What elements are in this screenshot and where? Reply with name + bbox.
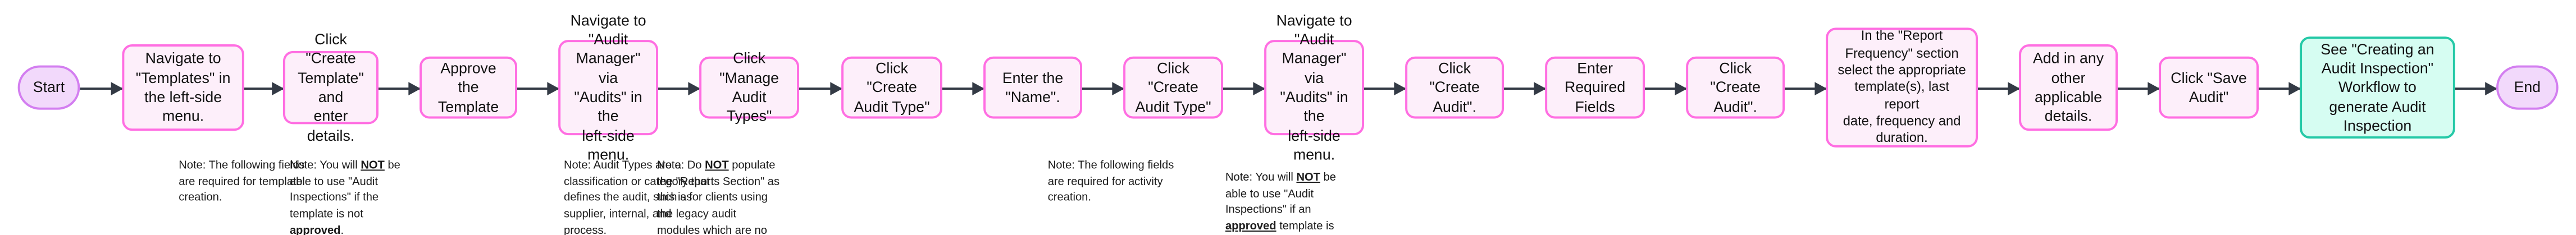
node-add-other-details[interactable]: Add in any other applicable details. — [2019, 44, 2118, 131]
connector-start-to-n1 — [80, 82, 124, 95]
node-navigate-templates[interactable]: Navigate to "Templates" in the left-side… — [122, 44, 244, 131]
node-see-creating-audit-inspection-label: See "Creating an Audit Inspection" Workf… — [2320, 40, 2434, 134]
node-end[interactable]: End — [2496, 65, 2559, 110]
node-click-save-audit[interactable]: Click "Save Audit" — [2159, 56, 2259, 119]
note-activity-fields: Note: The following fields are required … — [1048, 142, 1192, 235]
node-report-frequency-label: In the "Report Frequency" section select… — [1838, 27, 1966, 146]
note-activity-fields-intro: Note: The following fields are required … — [1047, 159, 1174, 205]
note-approval-mid: be able to use "Audit Inspections" if th… — [289, 159, 400, 221]
note-reports-section-post: populate the "Reports Section" as this i… — [657, 159, 780, 235]
connector-n1-to-n2 — [243, 82, 284, 95]
connector-n14-to-n15 — [2118, 82, 2160, 95]
note-audit-types-text: Note: Audit Types are a classification o… — [564, 159, 710, 235]
note-template-fields-intro: Note: The following fields are required … — [179, 159, 305, 205]
note-association-pre: Note: You will — [1225, 171, 1297, 184]
node-navigate-templates-label: Navigate to "Templates" in the left-side… — [135, 50, 231, 125]
connector-n3-to-n4 — [517, 82, 560, 95]
note-reports-section-pre: Note: Do — [657, 159, 705, 172]
node-enter-name-label: Enter the "Name". — [1002, 69, 1064, 105]
node-click-create-audit-1[interactable]: Click "Create Audit". — [1405, 56, 1504, 119]
connector-n2-to-n3 — [378, 82, 421, 95]
node-click-create-audit-type-2-label: Click "Create Audit Type" — [1135, 59, 1211, 115]
node-navigate-audit-manager-2[interactable]: Navigate to "Audit Manager" via "Audits"… — [1264, 12, 1365, 163]
connector-n7-to-n8 — [1082, 82, 1125, 95]
connector-n13-to-n14 — [1977, 82, 2021, 95]
note-approval-emph2: approved — [289, 225, 341, 235]
note-activity-fields-bullets: Name Type — [1048, 224, 1192, 235]
node-add-other-details-label: Add in any other applicable details. — [2032, 50, 2104, 125]
connector-n12-to-n13 — [1785, 82, 1827, 95]
connector-n15-to-n16 — [2259, 82, 2301, 95]
connector-n8-to-n9 — [1223, 82, 1266, 95]
note-association-emph2: approved — [1225, 220, 1276, 233]
connector-n6-to-n7 — [942, 82, 985, 95]
note-reports-section-emph1: NOT — [705, 159, 729, 172]
node-click-create-template-label: Click "Create Template" and enter detail… — [298, 31, 364, 144]
node-end-label: End — [2514, 79, 2541, 96]
connector-n11-to-n12 — [1645, 82, 1688, 95]
node-click-create-template[interactable]: Click "Create Template" and enter detail… — [282, 31, 379, 144]
node-navigate-audit-manager-1-label: Navigate to "Audit Manager" via "Audits"… — [570, 12, 646, 163]
note-association-emph1: NOT — [1296, 171, 1320, 184]
node-click-create-audit-type-1-label: Click "Create Audit Type" — [854, 59, 930, 115]
node-click-create-audit-1-label: Click "Create Audit". — [1429, 59, 1480, 115]
note-association-mid: be able to use "Audit Inspections" if an — [1225, 171, 1336, 217]
node-navigate-audit-manager-1[interactable]: Navigate to "Audit Manager" via "Audits"… — [558, 12, 659, 163]
note-approval-pre: Note: You will — [289, 159, 361, 172]
note-template-fields: Note: The following fields are required … — [179, 142, 323, 235]
node-click-create-audit-2-label: Click "Create Audit". — [1710, 59, 1761, 115]
node-click-save-audit-label: Click "Save Audit" — [2171, 69, 2247, 105]
node-approve-template-label: Approve the Template — [437, 59, 499, 115]
connector-n4-to-n5 — [658, 82, 701, 95]
node-enter-required-fields[interactable]: Enter Required Fields — [1545, 56, 1645, 119]
node-click-manage-audit-types[interactable]: Click "Manage Audit Types" — [699, 50, 800, 125]
note-approval-post: . — [340, 225, 344, 235]
node-enter-name[interactable]: Enter the "Name". — [983, 56, 1083, 119]
note-association: Note: You will NOT be able to use "Audit… — [1225, 154, 1349, 235]
node-enter-required-fields-label: Enter Required Fields — [1564, 59, 1626, 115]
note-association-post: template is not associated to the audit. — [1279, 220, 1334, 233]
node-navigate-audit-manager-2-label: Navigate to "Audit Manager" via "Audits"… — [1276, 12, 1352, 163]
node-click-manage-audit-types-label: Click "Manage Audit Types" — [719, 50, 779, 125]
node-approve-template[interactable]: Approve the Template — [420, 56, 518, 119]
note-reports-section: Note: Do NOT populate the "Reports Secti… — [657, 142, 781, 235]
node-start-label: Start — [33, 79, 65, 96]
connector-n16-to-end — [2455, 82, 2497, 95]
connector-n5-to-n6 — [799, 82, 843, 95]
node-report-frequency[interactable]: In the "Report Frequency" section select… — [1826, 27, 1978, 148]
node-click-create-audit-2[interactable]: Click "Create Audit". — [1686, 56, 1785, 119]
node-click-create-audit-type-1[interactable]: Click "Create Audit Type" — [841, 56, 942, 119]
note-approval-emph1: NOT — [361, 159, 385, 172]
note-audit-types: Note: Audit Types are a classification o… — [564, 142, 710, 235]
connector-n9-to-n10 — [1364, 82, 1407, 95]
connector-n10-to-n11 — [1504, 82, 1547, 95]
node-start[interactable]: Start — [17, 65, 80, 110]
node-click-create-audit-type-2[interactable]: Click "Create Audit Type" — [1123, 56, 1224, 119]
note-approval: Note: You will NOT be able to use "Audit… — [290, 142, 412, 235]
node-see-creating-audit-inspection[interactable]: See "Creating an Audit Inspection" Workf… — [2300, 36, 2455, 139]
